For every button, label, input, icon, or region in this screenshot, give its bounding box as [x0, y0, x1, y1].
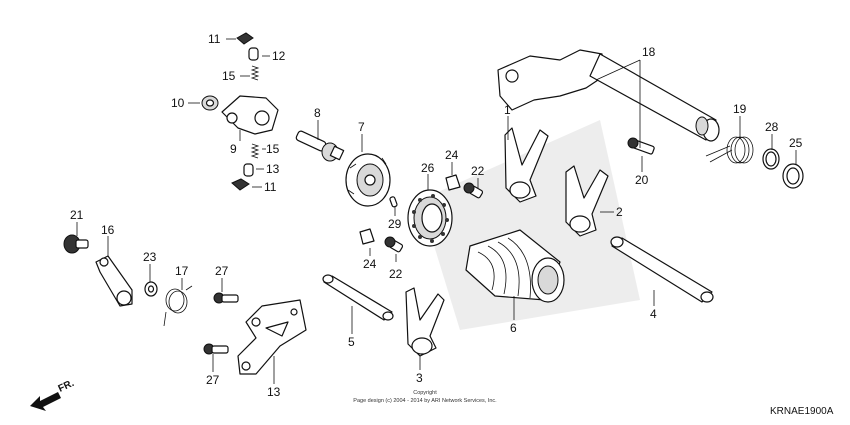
part-24-plate-lower[interactable] — [359, 228, 375, 245]
callout-9: 9 — [230, 142, 237, 156]
callout-21: 21 — [70, 208, 84, 222]
part-20-bolt[interactable] — [627, 137, 655, 155]
part-1-shift-fork[interactable] — [504, 127, 549, 203]
callout-13-upper: 12 — [272, 49, 286, 63]
part-15-spring-upper[interactable] — [250, 65, 260, 81]
diagram-code: KRNAE1900A — [770, 406, 834, 417]
callout-labels: 11 12 15 10 9 15 13 11 8 7 29 26 24 22 2… — [70, 32, 803, 399]
part-13-pin-upper[interactable] — [248, 47, 259, 61]
callout-25: 25 — [789, 136, 803, 150]
callout-27-lower: 27 — [206, 373, 220, 387]
callout-1: 1 — [504, 103, 511, 117]
callout-12: 11 — [264, 180, 277, 194]
front-direction-label: FR. — [57, 378, 76, 395]
callout-7: 7 — [358, 120, 365, 134]
callout-24-lower: 24 — [363, 257, 377, 271]
part-22-bolt-upper[interactable] — [463, 182, 484, 199]
callout-22-upper: 22 — [471, 164, 485, 178]
part-21-bolt[interactable] — [63, 234, 89, 254]
callout-8: 8 — [314, 106, 321, 120]
part-6-shift-drum[interactable] — [465, 229, 565, 303]
callout-23: 23 — [143, 250, 157, 264]
part-11-cap[interactable] — [236, 32, 254, 45]
callout-4: 4 — [650, 307, 657, 321]
part-2-shift-fork[interactable] — [565, 165, 609, 237]
callout-2: 2 — [616, 205, 623, 219]
part-24-plate-upper[interactable] — [445, 174, 461, 191]
callout-22-lower: 22 — [389, 267, 403, 281]
callout-13-lower: 13 — [266, 162, 280, 176]
part-14-plate[interactable] — [237, 299, 307, 375]
part-29-pin[interactable] — [389, 196, 398, 208]
callout-5: 5 — [348, 335, 355, 349]
part-16-stopper-lever[interactable] — [95, 255, 133, 307]
callout-3: 3 — [416, 371, 423, 385]
part-22-bolt-lower[interactable] — [384, 236, 404, 253]
part-7-drum-center[interactable] — [345, 153, 391, 207]
part-27-bolt-upper[interactable] — [213, 292, 239, 304]
part-27-bolt-lower[interactable] — [203, 343, 229, 355]
callout-17: 17 — [175, 264, 189, 278]
part-17-spring[interactable] — [163, 285, 193, 327]
lead-lines — [76, 38, 797, 384]
copyright-line-2: Page design (c) 2004 - 2014 by ARI Netwo… — [353, 398, 497, 404]
part-5-fork-shaft[interactable] — [322, 274, 394, 321]
callout-26: 26 — [421, 161, 435, 175]
part-28-circlip[interactable] — [762, 148, 780, 170]
part-15-spring-lower[interactable] — [250, 143, 260, 159]
callout-20: 20 — [635, 173, 649, 187]
part-12-cap[interactable] — [231, 178, 250, 191]
part-10-nut[interactable] — [201, 95, 219, 111]
callout-10: 10 — [171, 96, 185, 110]
callout-28: 28 — [765, 120, 779, 134]
part-18-gearshift-spindle[interactable] — [497, 49, 720, 142]
part-25-washer[interactable] — [782, 163, 804, 189]
part-26-bearing[interactable] — [407, 189, 453, 247]
part-4-fork-shaft[interactable] — [610, 236, 714, 303]
callout-15-lower: 15 — [266, 142, 280, 156]
copyright-line-1: Copyright — [413, 390, 437, 396]
front-direction-arrow: FR. — [30, 378, 76, 411]
callout-11: 11 — [208, 32, 221, 46]
callout-6: 6 — [510, 321, 517, 335]
part-3-shift-fork[interactable] — [405, 287, 445, 357]
callout-27-upper: 27 — [215, 264, 229, 278]
callout-14: 13 — [267, 385, 281, 399]
callout-24-upper: 24 — [445, 148, 459, 162]
callout-29: 29 — [388, 217, 402, 231]
part-9-stopper-arm[interactable] — [221, 95, 279, 135]
part-13-pin-lower[interactable] — [243, 163, 254, 177]
callout-15-upper: 15 — [222, 69, 236, 83]
callout-18: 18 — [642, 45, 656, 59]
callout-19: 19 — [733, 102, 747, 116]
part-23-washer[interactable] — [144, 281, 158, 297]
callout-16: 16 — [101, 223, 115, 237]
part-8-pin-bolt[interactable] — [295, 130, 345, 162]
